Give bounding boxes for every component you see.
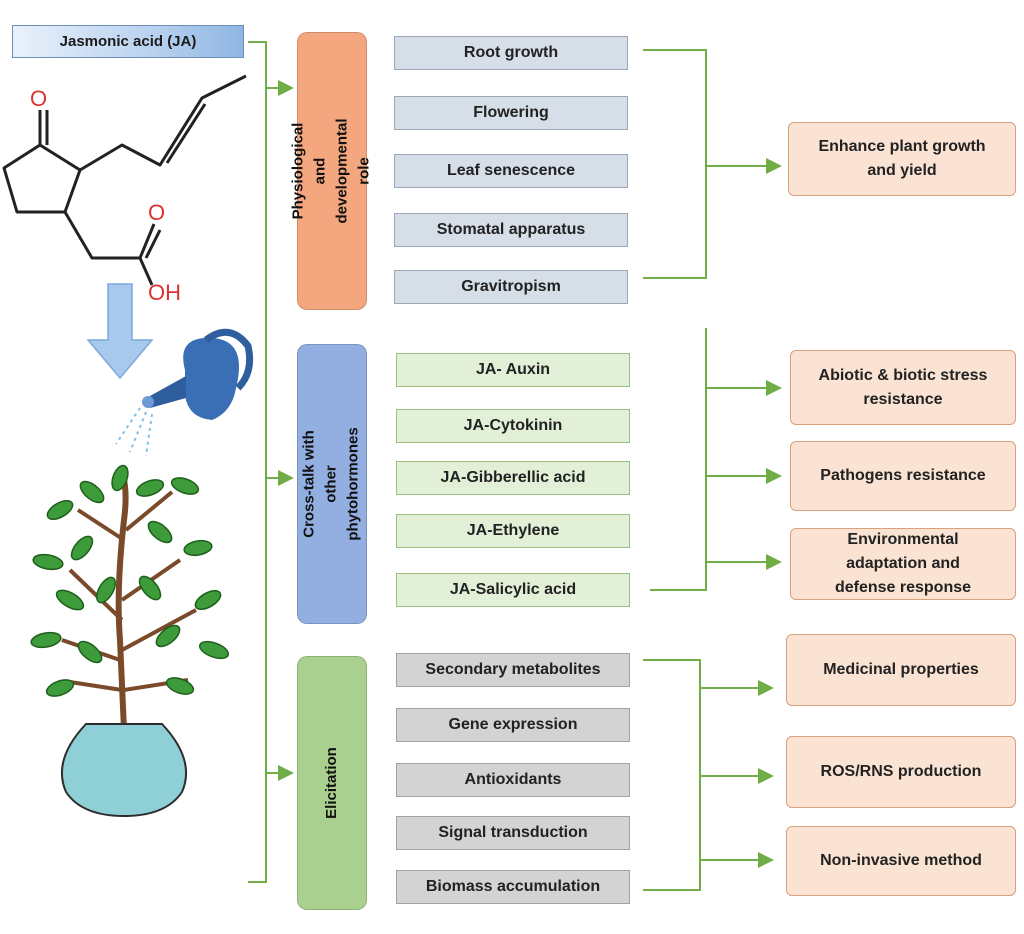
- compound-title: Jasmonic acid (JA): [12, 25, 244, 58]
- item-antioxidants: Antioxidants: [396, 763, 630, 797]
- water-drops: [115, 407, 153, 457]
- item-biomass-accumulation: Biomass accumulation: [396, 870, 630, 904]
- item-signal-transduction: Signal transduction: [396, 816, 630, 850]
- item-ja-salicylic-acid: JA-Salicylic acid: [396, 573, 630, 607]
- category-elicitation: Elicitation: [297, 656, 367, 910]
- item-ja-ethylene: JA-Ethylene: [396, 514, 630, 548]
- crosstalk-bracket: [650, 328, 707, 591]
- item-secondary-metabolites: Secondary metabolites: [396, 653, 630, 687]
- oxygen-label: O: [30, 86, 48, 111]
- physio-bracket: [643, 49, 707, 279]
- category-physiological: Physiological and developmental role: [290, 32, 373, 310]
- plant-illustration: [30, 464, 230, 818]
- watering-can-icon: [142, 328, 254, 420]
- item-stomatal-apparatus: Stomatal apparatus: [394, 213, 628, 247]
- oxygen2-label: O: [148, 200, 166, 225]
- trunk-line: [248, 41, 267, 883]
- item-ja-auxin: JA- Auxin: [396, 353, 630, 387]
- item-leaf-senescence: Leaf senescence: [394, 154, 628, 188]
- category-crosstalk: Cross-talk with other phytohormones: [297, 344, 367, 624]
- outcome-medicinal-properties: Medicinal properties: [786, 634, 1016, 706]
- item-ja-gibberellic-acid: JA-Gibberellic acid: [396, 461, 630, 495]
- outcome-ros-rns-production: ROS/RNS production: [786, 736, 1016, 808]
- outcome-environmental-adaptation: Environmental adaptation and defense res…: [790, 528, 1016, 600]
- outcome-growth-yield: Enhance plant growth and yield: [788, 122, 1016, 196]
- outcome-stress-resistance: Abiotic & biotic stress resistance: [790, 350, 1016, 425]
- item-ja-cytokinin: JA-Cytokinin: [396, 409, 630, 443]
- hydroxyl-label: OH: [148, 280, 181, 305]
- item-root-growth: Root growth: [394, 36, 628, 70]
- jasmonic-acid-structure: [2, 74, 247, 286]
- category-crosstalk-label: Cross-talk with other phytohormones: [301, 427, 362, 541]
- outcome-pathogen-resistance: Pathogens resistance: [790, 441, 1016, 511]
- down-arrow: [86, 283, 154, 380]
- elicitation-bracket: [643, 659, 701, 891]
- category-elicitation-label: Elicitation: [323, 747, 340, 819]
- item-gravitropism: Gravitropism: [394, 270, 628, 304]
- plant-pot: [61, 723, 187, 818]
- item-flowering: Flowering: [394, 96, 628, 130]
- item-gene-expression: Gene expression: [396, 708, 630, 742]
- category-physiological-label: Physiological and developmental role: [290, 118, 373, 224]
- outcome-non-invasive-method: Non-invasive method: [786, 826, 1016, 896]
